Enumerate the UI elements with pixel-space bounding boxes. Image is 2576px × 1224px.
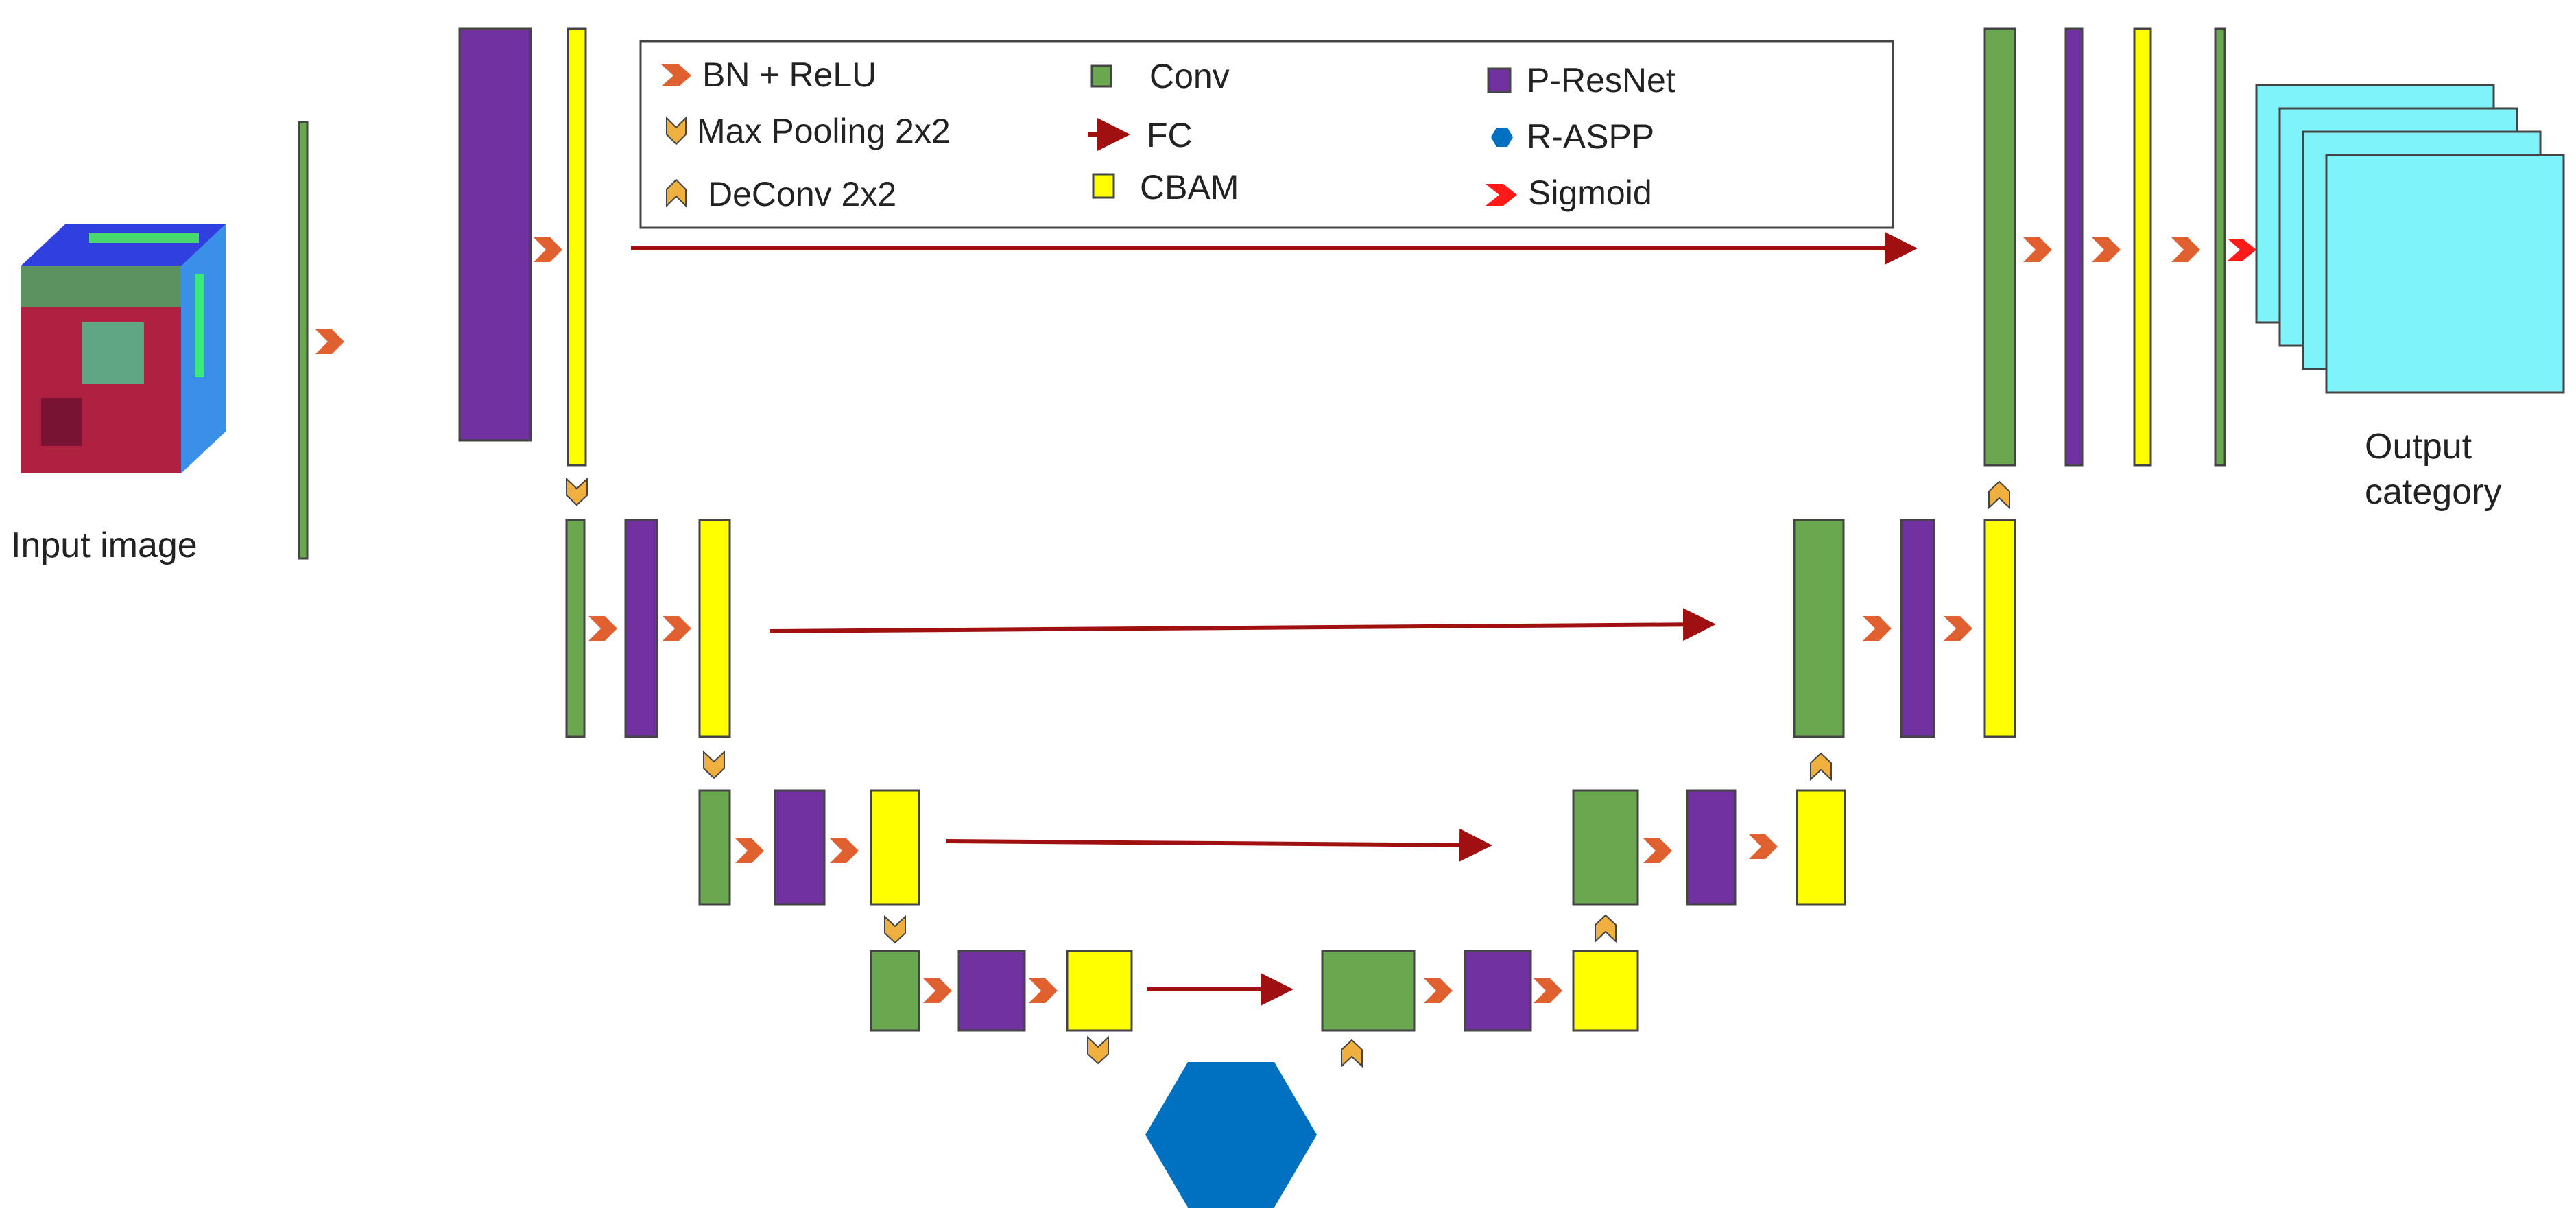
legend-conv-label: Conv: [1149, 57, 1230, 95]
encoder-conv-block: [698, 789, 731, 906]
bn-relu-icon: [2092, 237, 2121, 262]
input-image-label: Input image: [11, 526, 198, 565]
bn-relu-icon: [2171, 237, 2200, 262]
legend-cbam-label: CBAM: [1140, 168, 1239, 207]
encoder-cbam-block: [567, 27, 587, 467]
max-pool-icon: [884, 915, 906, 944]
bn-relu-icon: [830, 838, 859, 863]
decoder-conv-block: [1321, 950, 1416, 1032]
legend: BN + ReLU Max Pooling 2x2 DeConv 2x2 Con…: [639, 40, 1894, 229]
skip-fc-arrow-level-2: [769, 608, 1716, 642]
encoder-presnet-block: [624, 519, 658, 738]
deconv-icon: [666, 178, 687, 208]
bn-relu-icon: [1424, 978, 1453, 1003]
cbam-icon: [1092, 173, 1115, 199]
encoder-conv-block: [870, 950, 920, 1032]
bn-relu-icon: [534, 237, 562, 262]
sigmoid-icon: [1486, 184, 1517, 206]
bn-relu-icon: [1749, 834, 1778, 859]
max-pool-icon: [1087, 1035, 1109, 1065]
decoder-conv-block: [1572, 789, 1639, 906]
deconv-icon: [1595, 914, 1617, 943]
presnet-icon: [1487, 67, 1512, 93]
output-category-label-line2: category: [2365, 472, 2501, 512]
output-map: [2325, 154, 2565, 394]
cube-side-detail: [195, 274, 204, 377]
output-category-stack: [2255, 84, 2565, 394]
bn-relu-icon: [1863, 616, 1892, 641]
decoder-cbam-block: [1572, 950, 1639, 1032]
decoder-cbam-block: [1983, 519, 2016, 738]
encoder-presnet-block: [458, 27, 532, 442]
skip-fc-arrow-level-3: [946, 828, 1492, 862]
sigmoid-icon: [2228, 239, 2256, 261]
output-category-label-line1: Output: [2365, 427, 2472, 467]
deconv-icon: [1988, 480, 2010, 510]
decoder-presnet-block: [1900, 519, 1935, 738]
encoder-cbam-block: [870, 789, 920, 906]
max-pool-icon: [703, 750, 725, 779]
bn-relu-icon: [735, 838, 764, 863]
encoder-presnet-block: [957, 950, 1026, 1032]
legend-presnet-label: P-ResNet: [1527, 61, 1675, 99]
deconv-icon: [1810, 752, 1832, 781]
raspp-bottleneck-block: [1145, 1062, 1317, 1208]
deconv-icon: [1341, 1039, 1363, 1068]
decoder-cbam-block: [1796, 789, 1846, 906]
bn-relu-icon: [1944, 616, 1972, 641]
legend-fc-label: FC: [1147, 116, 1193, 154]
final-conv-layer: [2214, 27, 2226, 467]
cube-front-detail: [21, 266, 181, 307]
bn-relu-icon: [315, 329, 344, 354]
bn-relu-icon: [923, 978, 952, 1003]
decoder-conv-block: [1793, 519, 1845, 738]
cube-front-detail: [82, 322, 144, 384]
raspp-icon: [1491, 128, 1513, 147]
bn-relu-icon: [663, 616, 691, 641]
legend-bn-relu-label: BN + ReLU: [702, 56, 876, 94]
encoder-cbam-block: [1066, 950, 1133, 1032]
decoder-presnet-block: [2064, 27, 2084, 467]
encoder-conv-block: [565, 519, 586, 738]
conv-icon: [1090, 64, 1112, 88]
decoder-presnet-block: [1464, 950, 1532, 1032]
max-pool-icon: [666, 116, 687, 145]
legend-max-pool-label: Max Pooling 2x2: [697, 112, 951, 150]
input-conv-layer: [298, 121, 309, 560]
encoder-cbam-block: [698, 519, 731, 738]
cube-top-detail: [89, 233, 199, 243]
bn-relu-icon: [1643, 838, 1672, 863]
decoder-presnet-block: [1686, 789, 1737, 906]
legend-raspp-label: R-ASPP: [1527, 117, 1654, 156]
max-pool-icon: [566, 477, 588, 506]
input-image-cube: [21, 224, 226, 473]
legend-border: [639, 40, 1894, 229]
bn-relu-icon: [2023, 237, 2052, 262]
decoder-cbam-block: [2133, 27, 2152, 467]
bn-relu-icon: [1029, 978, 1058, 1003]
bn-relu-icon: [588, 616, 617, 641]
cube-front-detail: [41, 398, 82, 446]
decoder-conv-block: [1983, 27, 2016, 467]
legend-sigmoid-label: Sigmoid: [1528, 174, 1652, 212]
bn-relu-icon: [661, 64, 691, 86]
legend-deconv-label: DeConv 2x2: [708, 175, 896, 213]
encoder-presnet-block: [774, 789, 826, 906]
bn-relu-icon: [1534, 978, 1562, 1003]
